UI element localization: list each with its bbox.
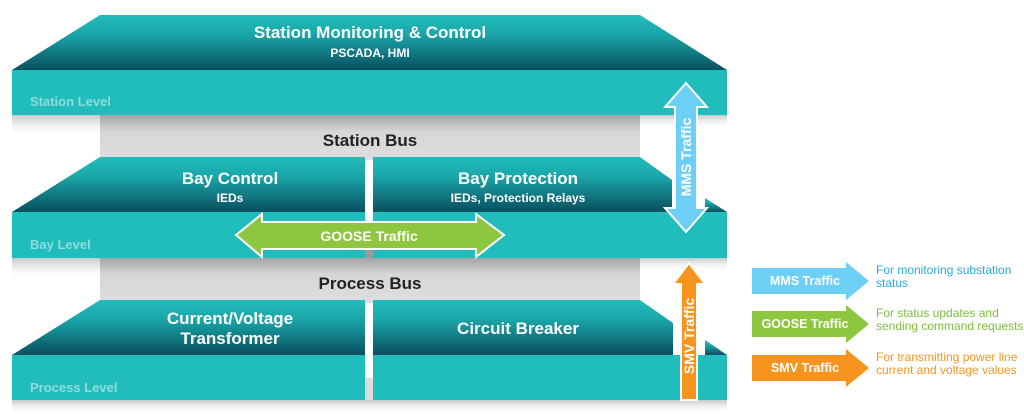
station-level-layer: Station Monitoring & Control PSCADA, HMI…	[12, 15, 727, 115]
process-divider	[365, 355, 373, 378]
process-front-face-right	[373, 355, 727, 400]
legend-mms-arrow: MMS Traffic	[752, 262, 870, 300]
smv-traffic-arrow: SMV Traffic	[670, 261, 708, 401]
bay-level-label: Bay Level	[30, 237, 91, 252]
process-front-face-left	[12, 355, 365, 400]
station-level-label: Station Level	[30, 94, 111, 109]
process-bus-band	[100, 255, 640, 303]
bay-level-shadow-2	[12, 258, 100, 280]
legend-mms-description: For monitoring substation status	[876, 264, 1024, 290]
legend-goose-arrow: GOOSE Traffic	[752, 305, 870, 343]
bay-divider-lower	[365, 248, 373, 258]
legend-item-smv: SMV Traffic For transmitting power line …	[752, 349, 1024, 387]
legend-mms-desc-line1: For monitoring substation	[876, 263, 1012, 277]
bay-control-subtitle: IEDs	[217, 191, 244, 205]
mms-arrow-label: MMS Traffic	[678, 118, 694, 197]
bay-control-top-face	[12, 157, 365, 212]
bay-protection-top-face	[373, 157, 672, 212]
legend-goose-desc-line2: sending command requests	[876, 319, 1024, 333]
station-title: Station Monitoring & Control	[254, 23, 486, 42]
legend-item-mms: MMS Traffic For monitoring substation st…	[752, 262, 1024, 300]
legend-smv-desc-line1: For transmitting power line	[876, 350, 1018, 364]
legend-item-goose: GOOSE Traffic For status updates and sen…	[752, 305, 1024, 343]
ct-vt-title-line2: Transformer	[180, 329, 280, 348]
mms-arrow-shape	[662, 81, 710, 234]
goose-arrow-shape	[234, 211, 506, 260]
bay-protection-side-face	[705, 198, 727, 212]
bay-control-title: Bay Control	[182, 169, 278, 188]
station-bus-label: Station Bus	[323, 131, 417, 150]
ct-vt-top-face	[12, 300, 365, 355]
station-front-face	[12, 70, 727, 115]
legend-mms-desc-line2: status	[876, 276, 909, 290]
process-level-shadow	[12, 400, 727, 414]
legend-mms-label: MMS Traffic	[769, 274, 841, 288]
goose-traffic-arrow: GOOSE Traffic	[234, 211, 506, 260]
legend-goose-desc-line1: For status updates and	[876, 306, 999, 320]
legend-goose-description: For status updates and sending command r…	[876, 307, 1024, 333]
smv-arrow-shape	[670, 261, 708, 401]
circuit-breaker-top-face	[373, 300, 673, 355]
right-shadow-bay	[640, 258, 727, 272]
station-bus-band	[100, 112, 640, 160]
legend-smv-arrow: SMV Traffic	[752, 349, 870, 387]
process-bus-label: Process Bus	[319, 274, 422, 293]
legend-goose-arrow-icon	[752, 305, 869, 343]
circuit-breaker-title: Circuit Breaker	[457, 319, 579, 338]
process-divider-lower	[365, 378, 373, 400]
process-level-layer: Current/Voltage Transformer Circuit Brea…	[12, 300, 727, 400]
station-top-face	[12, 15, 727, 70]
station-subtitle: PSCADA, HMI	[330, 46, 409, 60]
mms-traffic-arrow: MMS Traffic	[662, 81, 710, 234]
bay-level-shadow	[12, 115, 100, 137]
legend-smv-desc-line2: current and voltage values	[876, 363, 1017, 377]
legend-goose-label: GOOSE Traffic	[761, 317, 849, 331]
bay-protection-subtitle: IEDs, Protection Relays	[451, 191, 586, 205]
bay-divider	[365, 212, 373, 222]
ct-vt-title-line1: Current/Voltage	[167, 309, 293, 328]
smv-arrow-label: SMV Traffic	[681, 298, 697, 374]
legend-mms-arrow-icon	[752, 262, 869, 300]
bay-protection-title: Bay Protection	[458, 169, 578, 188]
process-level-label: Process Level	[30, 380, 117, 395]
legend-smv-label: SMV Traffic	[770, 361, 840, 375]
legend-smv-arrow-icon	[752, 349, 869, 387]
legend-smv-description: For transmitting power line current and …	[876, 351, 1024, 377]
bay-level-layer: Bay Control IEDs Bay Protection IEDs, Pr…	[12, 157, 727, 258]
goose-arrow-label: GOOSE Traffic	[320, 228, 417, 244]
circuit-breaker-side-face	[705, 340, 727, 355]
